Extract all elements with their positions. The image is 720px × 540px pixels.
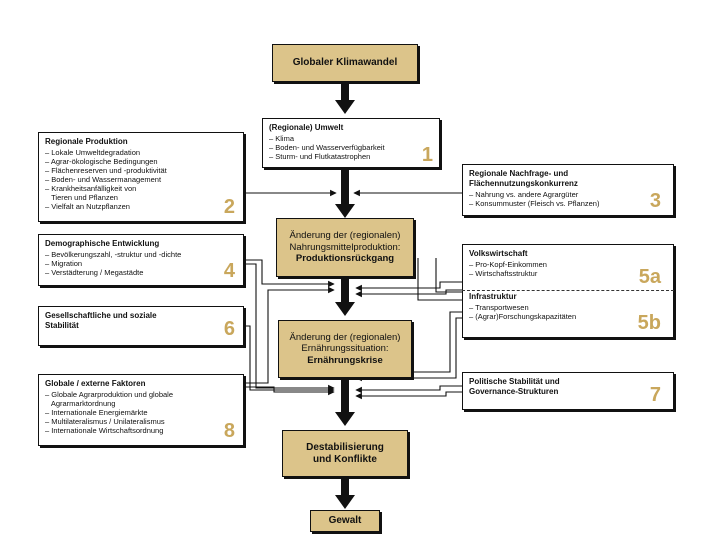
factor-5b-item: – Transportwesen xyxy=(469,303,529,312)
factor-7-title: Politische Stabilität und xyxy=(469,377,560,386)
factor-2-item: – Krankheitsanfälligkeit von xyxy=(45,184,137,193)
factor-2-item: – Agrar-ökologische Bedingungen xyxy=(45,157,158,166)
nutrition-line1: Änderung der (regionalen) xyxy=(289,331,401,343)
factor-8-item: Agrarmarktordnung xyxy=(45,399,116,408)
factor-3-title-line2: Flächennutzungskonkurrenz xyxy=(469,179,578,188)
factor-5-economy-infrastructure: Volkswirtschaft – Pro-Kopf-Einkommen – W… xyxy=(462,244,674,338)
factor-8-item: – Globale Agrarproduktion und globale xyxy=(45,390,174,399)
factor-6-title: Gesellschaftliche und soziale xyxy=(45,311,157,320)
nutrition-situation-box: Änderung der (regionalen) Ernährungssitu… xyxy=(278,320,412,378)
factor-3-item: – Nahrung vs. andere Agrargüter xyxy=(469,190,579,199)
factor-2-regional-production: Regionale Produktion – Lokale Umweltdegr… xyxy=(38,132,244,222)
factor-1-number: 1 xyxy=(421,144,433,166)
factor-5a-number: 5a xyxy=(638,266,661,288)
food-production-box: Änderung der (regionalen) Nahrungsmittel… xyxy=(276,218,414,277)
factor-8-item: – Multilateralismus / Unilateralismus xyxy=(45,417,165,426)
factor-3-demand-competition: Regionale Nachfrage- und Flächennutzungs… xyxy=(462,164,674,216)
food-production-line3: Produktionsrückgang xyxy=(295,253,395,265)
factor-4-title: Demographische Entwicklung xyxy=(45,239,160,248)
factor-4-number: 4 xyxy=(223,260,235,282)
factor-8-item: – Internationale Wirtschaftsordnung xyxy=(45,426,164,435)
thin-connectors xyxy=(244,189,462,400)
factor-2-item: – Lokale Umweltdegradation xyxy=(45,148,141,157)
factor-2-item: – Flächenreserven und -produktivität xyxy=(45,166,167,175)
destabilization-line2: und Konflikte xyxy=(313,453,377,465)
factor-5b-number: 5b xyxy=(637,312,661,334)
violence-label: Gewalt xyxy=(328,515,362,526)
factor-8-number: 8 xyxy=(223,420,235,442)
food-production-line1: Änderung der (regionalen) xyxy=(289,230,401,242)
factor-3-title: Regionale Nachfrage- und xyxy=(469,169,569,178)
factor-7-political-stability: Politische Stabilität und Governance-Str… xyxy=(462,372,674,410)
factor-5-divider xyxy=(462,290,674,291)
factor-2-item: Tieren und Pflanzen xyxy=(45,193,118,202)
factor-8-global-factors: Globale / externe Faktoren – Globale Agr… xyxy=(38,374,244,446)
main-flow-arrows xyxy=(335,82,355,509)
factor-6-social-stability: Gesellschaftliche und soziale Stabilität… xyxy=(38,306,244,346)
factor-6-number: 6 xyxy=(223,318,235,340)
factor-1-regional-environment: (Regionale) Umwelt – Klima – Boden- und … xyxy=(262,118,440,168)
factor-8-item: – Internationale Energiemärkte xyxy=(45,408,148,417)
factor-7-number: 7 xyxy=(649,384,661,406)
factor-1-item: – Klima xyxy=(269,134,295,143)
factor-5a-title: Volkswirtschaft xyxy=(469,249,528,258)
factor-1-item: – Boden- und Wasserverfügbarkeit xyxy=(269,143,385,152)
factor-2-number: 2 xyxy=(223,196,235,218)
nutrition-line2: Ernährungssituation: xyxy=(301,343,389,355)
food-production-line2: Nahrungsmittelproduktion: xyxy=(289,241,401,253)
destabilization-line1: Destabilisierung xyxy=(306,441,384,453)
factor-5a-item: – Wirtschaftsstruktur xyxy=(469,269,538,278)
factor-5a-item: – Pro-Kopf-Einkommen xyxy=(469,260,547,269)
factor-1-item: – Sturm- und Flutkatastrophen xyxy=(269,152,371,161)
factor-4-demographics: Demographische Entwicklung – Bevölkerung… xyxy=(38,234,244,286)
factor-2-title: Regionale Produktion xyxy=(45,137,128,146)
factor-2-item: – Vielfalt an Nutzpflanzen xyxy=(45,202,130,211)
factor-8-title: Globale / externe Faktoren xyxy=(45,379,146,388)
factor-7-title-line2: Governance-Strukturen xyxy=(469,387,559,396)
factor-3-item: – Konsummuster (Fleisch vs. Pflanzen) xyxy=(469,199,600,208)
factor-1-title: (Regionale) Umwelt xyxy=(269,123,344,132)
violence-box: Gewalt xyxy=(310,510,380,532)
global-climate-change-label: Globaler Klimawandel xyxy=(292,57,398,68)
factor-3-number: 3 xyxy=(649,190,661,212)
factor-4-item: – Migration xyxy=(45,259,83,268)
global-climate-change-box: Globaler Klimawandel xyxy=(272,44,418,82)
factor-2-item: – Boden- und Wassermanagement xyxy=(45,175,162,184)
factor-5b-item: – (Agrar)Forschungskapazitäten xyxy=(469,312,577,321)
factor-5b-title: Infrastruktur xyxy=(469,292,517,301)
factor-6-title-line2: Stabilität xyxy=(45,321,79,330)
factor-4-item: – Verstädterung / Megastädte xyxy=(45,268,144,277)
nutrition-line3: Ernährungskrise xyxy=(307,354,383,366)
destabilization-box: Destabilisierung und Konflikte xyxy=(282,430,408,477)
factor-4-item: – Bevölkerungszahl, -struktur und -dicht… xyxy=(45,250,182,259)
